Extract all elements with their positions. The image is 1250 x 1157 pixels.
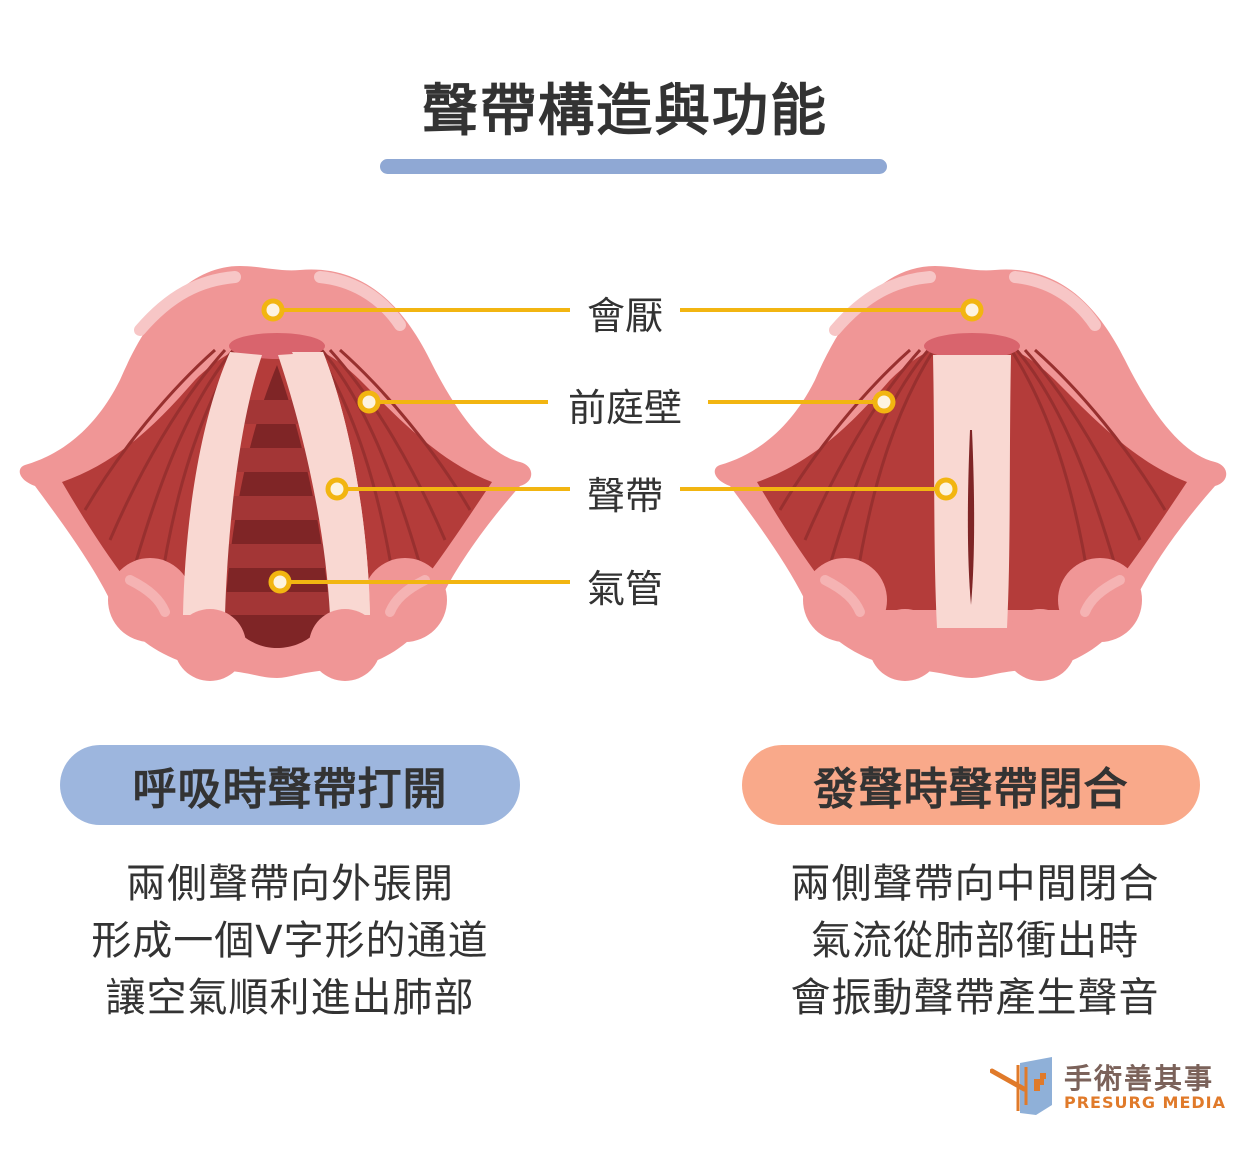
logo-name-cn: 手術善其事 [1064,1062,1215,1095]
breathing-heading: 呼吸時聲帶打開 [60,745,520,825]
desc-line: 形成一個V字形的通道 [91,918,489,964]
desc-line: 兩側聲帶向中間閉合 [790,861,1160,907]
label-epiglottis: 會厭 [586,294,663,338]
label-vocal-cords: 聲帶 [586,474,663,518]
leader-lines [273,308,972,584]
label-vestibular-wall: 前庭壁 [567,386,682,430]
phonation-description: 兩側聲帶向中間閉合 氣流從肺部衝出時 會振動聲帶產生聲音 [725,856,1225,1027]
desc-line: 兩側聲帶向外張開 [126,861,454,907]
breathing-description: 兩側聲帶向外張開 形成一個V字形的通道 讓空氣順利進出肺部 [40,856,540,1027]
desc-line: 會振動聲帶產生聲音 [790,975,1160,1021]
desc-line: 讓空氣順利進出肺部 [105,975,475,1021]
open-larynx [20,266,532,681]
presurg-logo: 手術善其事 PRESURG MEDIA [990,1055,1225,1115]
phonation-heading: 發聲時聲帶閉合 [742,745,1200,825]
marker-dots [261,298,984,594]
logo-name-en: PRESURG MEDIA [1064,1093,1226,1112]
closed-larynx [715,266,1227,681]
logo-mark-icon [990,1057,1052,1115]
desc-line: 氣流從肺部衝出時 [811,918,1139,964]
title-underline [380,159,887,174]
page-title: 聲帶構造與功能 [422,79,828,144]
label-trachea: 氣管 [586,567,663,611]
